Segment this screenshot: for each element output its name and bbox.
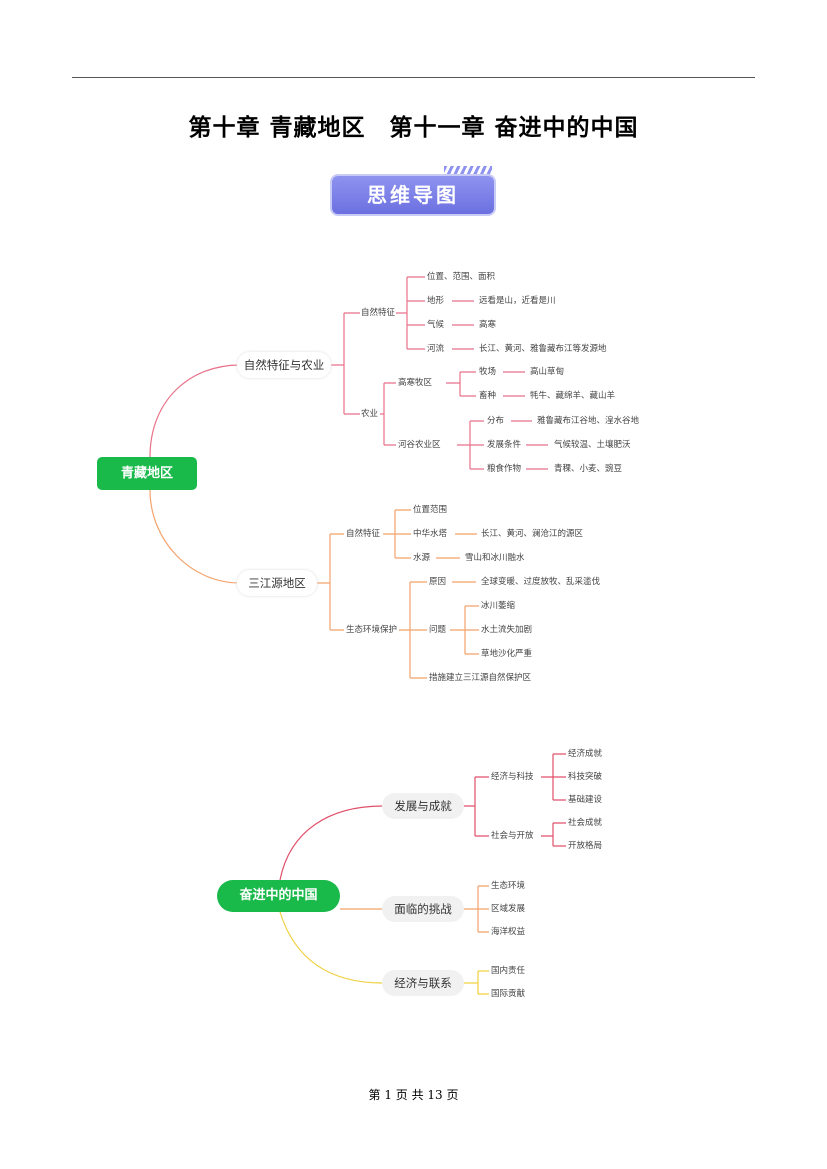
root-node-china: 奋进中的中国 — [217, 880, 340, 912]
leaf: 雅鲁藏布江谷地、湟水谷地 — [536, 414, 641, 428]
page-title: 第十章 青藏地区 第十一章 奋进中的中国 — [188, 115, 639, 141]
leaf: 社会成就 — [567, 816, 604, 830]
leaf: 生态环境 — [490, 879, 527, 893]
node-valley: 河谷农业区 — [397, 438, 442, 452]
leaf: 措施建立三江源自然保护区 — [428, 671, 533, 685]
root-node-qingzang: 青藏地区 — [97, 457, 197, 490]
node-pasture: 高寒牧区 — [397, 376, 434, 390]
badge-decoration — [444, 166, 492, 175]
header-rule — [72, 77, 755, 78]
leaf: 水土流失加剧 — [480, 623, 534, 637]
leaf: 分布 — [486, 414, 506, 428]
leaf: 粮食作物 — [486, 462, 523, 476]
leaf: 地形 — [426, 294, 446, 308]
node-sj-nature: 自然特征 — [345, 527, 382, 541]
leaf: 冰川萎缩 — [480, 599, 517, 613]
leaf: 海洋权益 — [490, 925, 527, 939]
node-econ-tech: 经济与科技 — [490, 770, 535, 784]
node-development: 发展与成就 — [382, 793, 464, 819]
node-nature: 自然特征 — [360, 306, 397, 320]
leaf: 基础建设 — [567, 793, 604, 807]
leaf: 开放格局 — [567, 839, 604, 853]
leaf: 青稞、小麦、豌豆 — [553, 462, 624, 476]
node-society-open: 社会与开放 — [490, 829, 535, 843]
leaf: 经济成就 — [567, 747, 604, 761]
leaf: 区域发展 — [490, 902, 527, 916]
leaf: 全球变暖、过度放牧、乱采滥伐 — [480, 575, 602, 589]
leaf: 水源 — [412, 551, 432, 565]
node-agri: 农业 — [360, 407, 380, 421]
leaf: 发展条件 — [486, 438, 523, 452]
node-eco: 生态环境保护 — [345, 623, 399, 637]
leaf: 科技突破 — [567, 770, 604, 784]
leaf: 牧场 — [478, 365, 498, 379]
node-sanjiangyuan: 三江源地区 — [237, 570, 317, 596]
leaf: 气候较温、土壤肥沃 — [553, 438, 632, 452]
node-connections: 经济与联系 — [382, 970, 464, 996]
leaf: 位置范围 — [412, 503, 449, 517]
node-challenges: 面临的挑战 — [382, 896, 464, 922]
leaf: 畜种 — [478, 389, 498, 403]
leaf: 河流 — [426, 342, 446, 356]
leaf: 高山草甸 — [529, 365, 566, 379]
leaf: 远看是山，近看是川 — [478, 294, 557, 308]
leaf: 气候 — [426, 318, 446, 332]
leaf: 牦牛、藏绵羊、藏山羊 — [529, 389, 617, 403]
leaf: 国内责任 — [490, 964, 527, 978]
leaf: 雪山和冰川融水 — [464, 551, 526, 565]
leaf: 原因 — [428, 575, 448, 589]
leaf: 中华水塔 — [412, 527, 449, 541]
leaf: 问题 — [428, 623, 448, 637]
leaf: 位置、范围、面积 — [426, 270, 497, 284]
leaf: 长江、黄河、澜沧江的源区 — [480, 527, 585, 541]
leaf: 国际贡献 — [490, 987, 527, 1001]
leaf: 长江、黄河、雅鲁藏布江等发源地 — [478, 342, 608, 356]
leaf: 高寒 — [478, 318, 498, 332]
node-nature-agri: 自然特征与农业 — [237, 352, 331, 378]
page-footer: 第 1 页 共 13 页 — [368, 1088, 459, 1102]
mindmap-badge: 思维导图 — [330, 174, 496, 216]
leaf: 草地沙化严重 — [480, 647, 534, 661]
